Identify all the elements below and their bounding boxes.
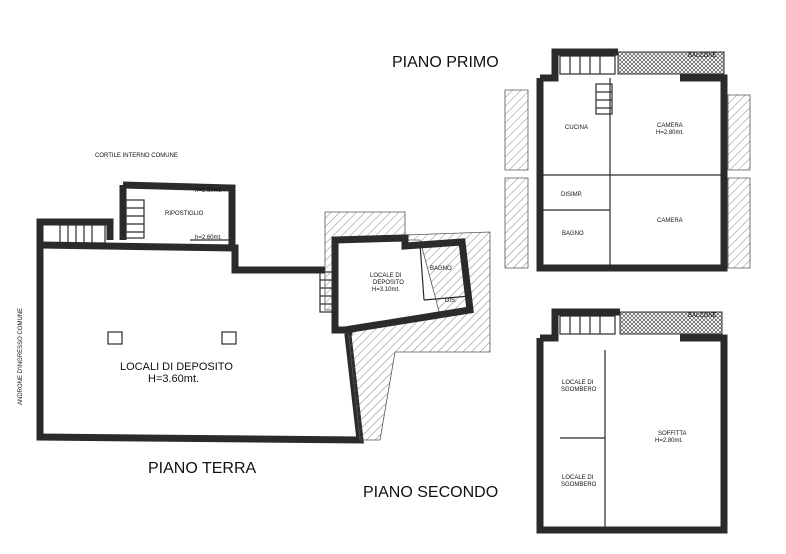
- piano-secondo-title: PIANO SECONDO: [363, 484, 498, 501]
- camera2-label: CAMERA: [657, 218, 683, 224]
- piano-primo-title: PIANO PRIMO: [392, 54, 499, 71]
- androne-label: ANDRONE D'INGRESSO COMUNE: [18, 308, 24, 405]
- locale2-label-b: SGOMBERO: [561, 482, 597, 488]
- cortile-label: CORTILE INTERNO COMUNE: [95, 153, 178, 159]
- h-rip-label: h=2.60mt.: [195, 235, 222, 241]
- locale-deposito-height: H=3.10mt.: [372, 287, 400, 293]
- soffitta-label: SOFFITTA: [658, 431, 687, 437]
- piano-terra-plan: [36, 181, 491, 444]
- balcone-secondo-label: BALCONE: [688, 313, 717, 319]
- locali-deposito-label: LOCALI DI DEPOSITO: [120, 361, 233, 373]
- bagno-label-terra: BAGNO: [430, 266, 452, 272]
- h-top-label: h=2.60mt.: [195, 188, 222, 194]
- piano-secondo-plan: [536, 308, 728, 534]
- camera1-height: H=2.80mt.: [656, 130, 684, 136]
- locale-deposito-label-1: LOCALE DI: [370, 273, 402, 279]
- soffitta-height: H=2.80mt.: [655, 438, 683, 444]
- camera1-label: CAMERA: [657, 123, 683, 129]
- locale-deposito-label-2: DEPOSITO: [373, 280, 404, 286]
- piano-primo-plan: [504, 48, 751, 272]
- balcone-primo-label: BALCONE: [688, 53, 717, 59]
- bagno-primo-label: BAGNO: [562, 231, 584, 237]
- locale2-label-a: LOCALE DI: [562, 475, 594, 481]
- disimp-label: DISIMP.: [561, 192, 583, 198]
- cucina-label: CUCINA: [565, 125, 588, 131]
- locale1-label-b: SGOMBERO: [561, 387, 597, 393]
- dis-label: DIS.: [445, 298, 457, 304]
- ripostiglio-label: RIPOSTIGLIO: [165, 211, 204, 217]
- locali-deposito-height: H=3.60mt.: [148, 373, 199, 385]
- balcone-primo: [617, 51, 725, 75]
- piano-terra-title: PIANO TERRA: [148, 460, 257, 477]
- locale1-label-a: LOCALE DI: [562, 380, 594, 386]
- balcone-secondo: [619, 311, 723, 335]
